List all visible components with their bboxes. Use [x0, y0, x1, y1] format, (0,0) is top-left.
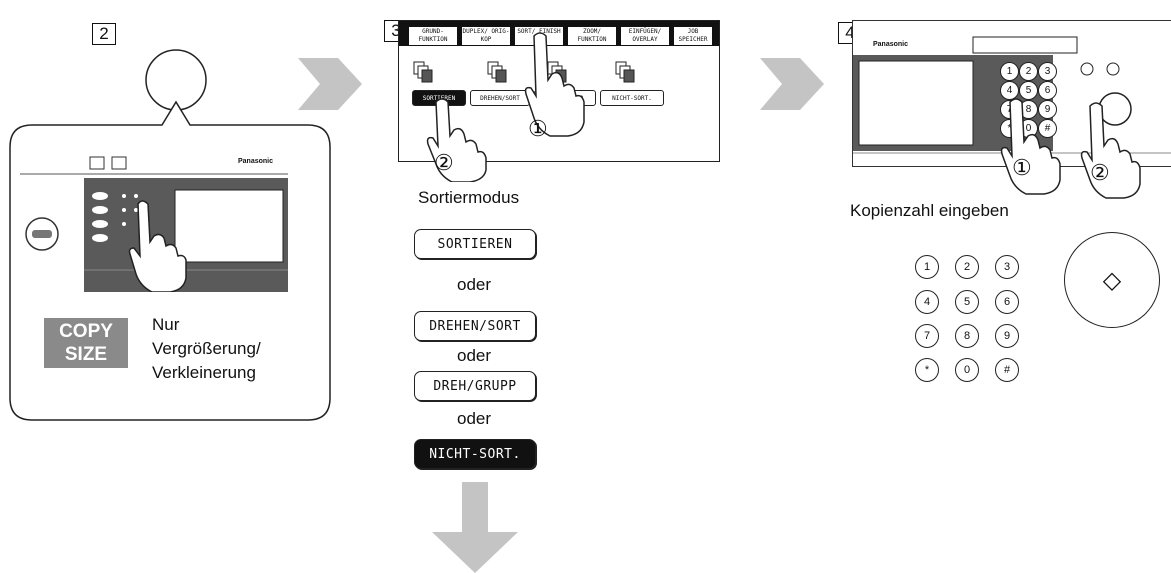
device-key-3: 3: [1038, 62, 1057, 81]
step-4-callout-1: ①: [1012, 155, 1032, 180]
device-key-1: 1: [1000, 62, 1019, 81]
step-2-device-drawing: [20, 152, 288, 293]
device-key-2: 2: [1019, 62, 1038, 81]
step-2-device-panel: Panasonic: [20, 152, 288, 293]
step-2-note-line2: Vergrößerung/: [152, 339, 261, 358]
chevron-right-icon: [298, 58, 362, 110]
oder-label: oder: [456, 346, 492, 365]
step-3-callout-1: ①: [528, 116, 548, 141]
mode-button-sortieren[interactable]: SORTIEREN: [414, 229, 536, 259]
sort-icon: [413, 61, 433, 83]
screen-button-nicht-sort[interactable]: NICHT-SORT.: [600, 90, 664, 106]
step-2-note-line1: Nur: [152, 315, 180, 334]
sort-mode-title: Sortiermodus: [418, 188, 520, 207]
start-icon: ◇: [1102, 266, 1122, 294]
pointing-hand-icon: [524, 32, 585, 137]
device-key-hash: #: [1038, 119, 1057, 138]
pointing-hand-icon: [1080, 102, 1141, 199]
arrow-down-icon: [432, 482, 518, 573]
step-2-device-brand: Panasonic: [238, 158, 274, 165]
keypad-key-2[interactable]: 2: [955, 255, 979, 279]
tab-duplex[interactable]: DUPLEX/ ORIG-KOP: [461, 26, 511, 46]
keypad-key-5[interactable]: 5: [955, 290, 979, 314]
step-2-note-line3: Verkleinerung: [152, 363, 256, 382]
step-4-callout-2: ②: [1090, 160, 1110, 185]
device-key-4: 4: [1000, 81, 1019, 100]
copy-size-line1: COPY: [59, 321, 113, 342]
mode-button-drehen-sort[interactable]: DREHEN/SORT: [414, 311, 536, 341]
step-2-number: 2: [92, 23, 116, 45]
pointing-hand-icon: [1000, 98, 1061, 195]
mode-button-dreh-grupp[interactable]: DREH/GRUPP: [414, 371, 536, 401]
step-4-device-brand: Panasonic: [873, 41, 909, 48]
keypad-key-6[interactable]: 6: [995, 290, 1019, 314]
tab-job-speicher[interactable]: JOB SPEICHER: [673, 26, 713, 46]
copy-size-line2: SIZE: [64, 344, 108, 365]
mode-button-nicht-sort[interactable]: NICHT-SORT.: [414, 439, 536, 469]
chevron-right-icon: [760, 58, 824, 110]
keypad-key-hash[interactable]: #: [995, 358, 1019, 382]
step-2-note: Nur Vergrößerung/ Verkleinerung: [152, 313, 261, 385]
rotate-sort-icon: [487, 61, 507, 83]
keypad-key-4[interactable]: 4: [915, 290, 939, 314]
device-key-6: 6: [1038, 81, 1057, 100]
step-3-callout-2: ②: [434, 150, 454, 175]
start-button[interactable]: ◇: [1064, 232, 1160, 328]
non-sort-icon: [615, 61, 635, 83]
keypad-key-3[interactable]: 3: [995, 255, 1019, 279]
keypad-key-0[interactable]: 0: [955, 358, 979, 382]
oder-label: oder: [456, 275, 492, 294]
keypad-key-8[interactable]: 8: [955, 324, 979, 348]
oder-label: oder: [456, 409, 492, 428]
pointing-hand-icon: [426, 98, 487, 182]
tab-grund-funktion[interactable]: GRUND- FUNKTION: [408, 26, 458, 46]
keypad-key-1[interactable]: 1: [915, 255, 939, 279]
copy-size-key: COPY SIZE: [44, 318, 128, 368]
tab-einfuegen[interactable]: EINFÜGEN/ OVERLAY: [620, 26, 670, 46]
tab-zoom-funktion[interactable]: ZOOM/ FUNKTION: [567, 26, 617, 46]
keypad-key-9[interactable]: 9: [995, 324, 1019, 348]
keypad-key-7[interactable]: 7: [915, 324, 939, 348]
device-key-5: 5: [1019, 81, 1038, 100]
keypad-key-star[interactable]: *: [915, 358, 939, 382]
device-key-9: 9: [1038, 100, 1057, 119]
screen-button-drehen-sort[interactable]: DREHEN/SORT: [470, 90, 530, 106]
copies-instruction: Kopienzahl eingeben: [850, 201, 1009, 220]
